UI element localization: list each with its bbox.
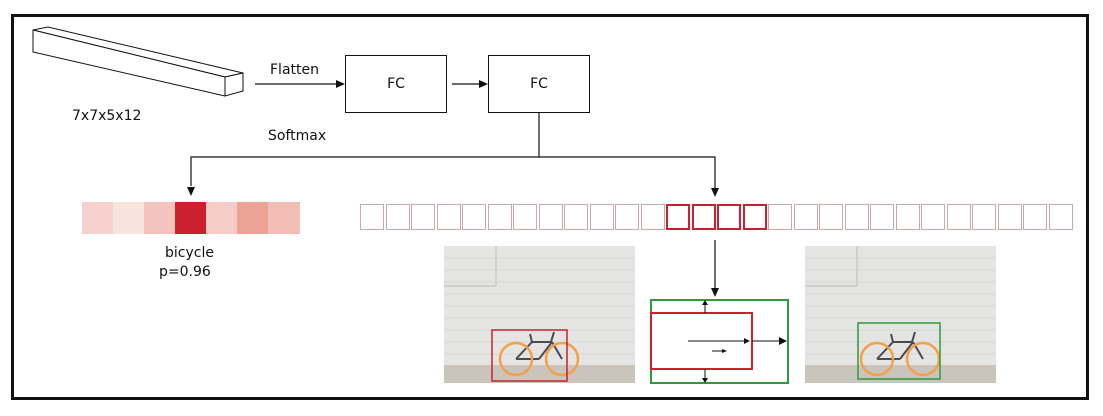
anchor-cell <box>564 204 588 230</box>
class-prob-cell-highlighted <box>175 202 207 234</box>
class-prob-cell <box>113 202 145 234</box>
fc-layer-1: FC <box>345 55 447 113</box>
anchor-cell <box>972 204 996 230</box>
photo-anchor-box <box>444 246 635 383</box>
bicycle-wheels <box>498 341 580 377</box>
anchor-cell-highlighted <box>666 204 690 230</box>
anchor-cell-highlighted <box>717 204 741 230</box>
anchor-cell <box>895 204 920 230</box>
arrowhead <box>711 288 719 297</box>
class-prob-cell <box>82 202 114 234</box>
anchor-box-overlay <box>491 329 568 382</box>
softmax-label: Softmax <box>268 128 327 144</box>
anchor-cell <box>360 204 384 230</box>
anchor-cell-highlighted <box>691 204 716 230</box>
anchor-cell <box>768 204 792 230</box>
refined-box-overlay <box>857 322 941 380</box>
bicycle-wheels <box>859 341 941 377</box>
flatten-label: Flatten <box>270 62 319 78</box>
arrowhead <box>479 80 488 88</box>
split-line <box>190 113 540 186</box>
flow-arrows <box>190 83 716 288</box>
box-regression-diagram <box>650 299 789 384</box>
anchor-cell <box>538 204 563 230</box>
anchor-cell <box>462 204 486 230</box>
class-prob-cell <box>237 202 269 234</box>
class-name-label: bicycle <box>165 245 214 261</box>
anchor-cell <box>640 204 665 230</box>
anchor-cell <box>615 204 639 230</box>
anchor-cell <box>1048 204 1073 230</box>
arrow-heads <box>187 80 719 297</box>
anchor-cell <box>411 204 435 230</box>
anchor-cell <box>870 204 894 230</box>
anchor-cell <box>589 204 614 230</box>
fc-layer-2: FC <box>488 55 590 113</box>
tensor-bar <box>32 26 244 97</box>
anchor-cell <box>819 204 843 230</box>
figure-frame <box>11 14 1089 400</box>
anchor-cell <box>844 204 869 230</box>
anchor-cell <box>997 204 1022 230</box>
class-prob-cell <box>206 202 238 234</box>
split-line-right <box>539 156 716 188</box>
class-prob-label: p=0.96 <box>159 264 211 280</box>
tensor-bar-end <box>224 72 244 97</box>
anchor-cell <box>921 204 945 230</box>
anchor-cell <box>793 204 818 230</box>
anchor-cell <box>1023 204 1047 230</box>
anchor-cell <box>436 204 461 230</box>
arrowhead <box>187 187 195 196</box>
anchor-cell <box>385 204 410 230</box>
anchor-cell <box>487 204 512 230</box>
photo-refined-box <box>805 246 996 383</box>
arrowhead <box>711 188 719 197</box>
anchor-cell <box>946 204 971 230</box>
tensor-shape-label: 7x7x5x12 <box>72 108 142 124</box>
class-prob-cell <box>144 202 176 234</box>
class-prob-cell <box>268 202 300 234</box>
anchor-cell-highlighted <box>742 204 767 230</box>
anchor-cell <box>513 204 537 230</box>
arrowhead <box>336 80 345 88</box>
